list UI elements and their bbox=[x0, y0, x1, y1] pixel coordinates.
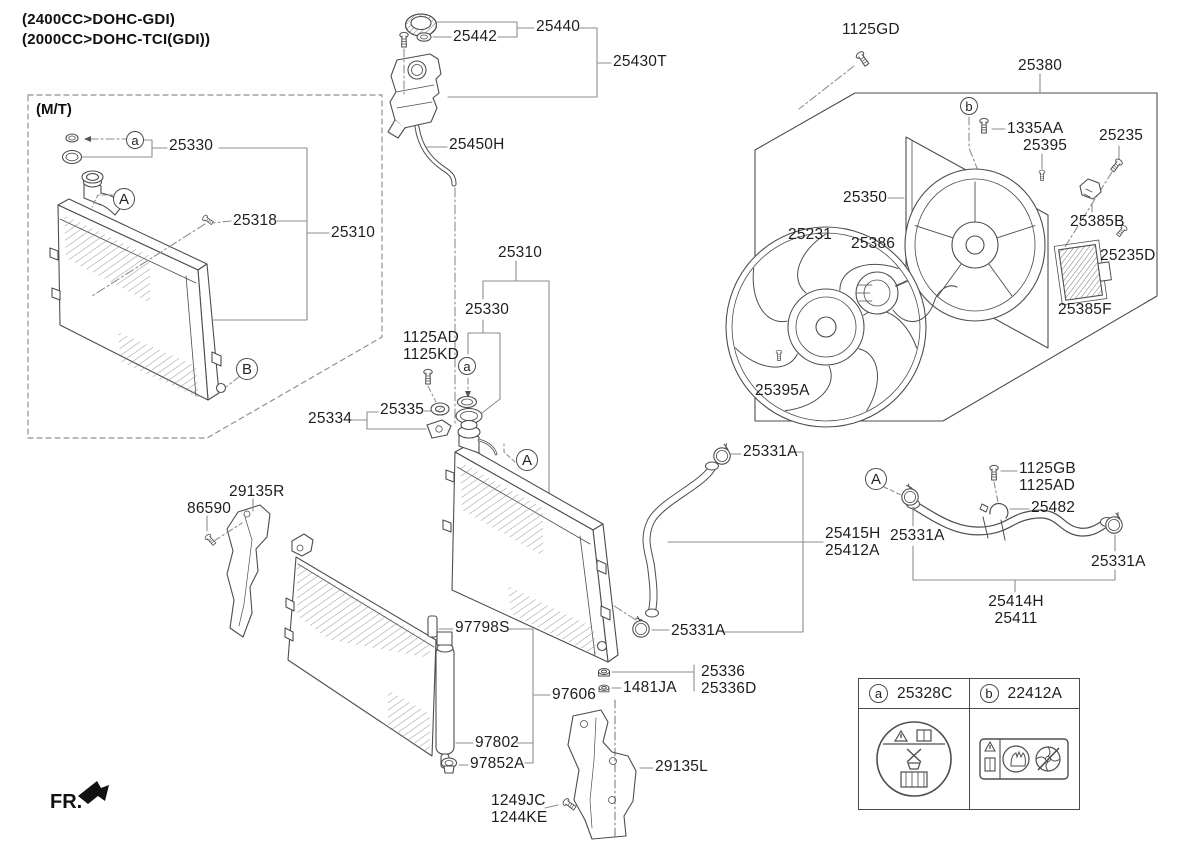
part-label-25331A-mid: 25331A bbox=[671, 622, 726, 639]
legend-cell-b: b 22412A bbox=[968, 679, 1080, 809]
callout-A-4: A bbox=[516, 449, 538, 471]
callout-b-5: b bbox=[960, 97, 978, 115]
part-label-97802: 97802 bbox=[475, 734, 520, 751]
legend-cell-a: a 25328C bbox=[859, 679, 969, 809]
part-label-97606: 97606 bbox=[552, 686, 597, 703]
part-label-25442: 25442 bbox=[453, 28, 498, 45]
caution-legend-table: a 25328C b 22412A bbox=[858, 678, 1080, 810]
callout-a-marker: a bbox=[869, 684, 888, 703]
part-label-25482: 25482 bbox=[1031, 499, 1076, 516]
legend-header-b: b 22412A bbox=[969, 679, 1079, 709]
legend-code-a: 25328C bbox=[897, 684, 953, 702]
legend-body-a bbox=[859, 709, 969, 809]
part-label-1481JA: 1481JA bbox=[623, 679, 677, 696]
part-label-86590: 86590 bbox=[187, 500, 232, 517]
part-label-25310-mt: 25310 bbox=[331, 224, 376, 241]
legend-code-b: 22412A bbox=[1007, 684, 1063, 702]
part-label-25450H: 25450H bbox=[449, 136, 505, 153]
part-label-1125GB-1125AD: 1125GB 1125AD bbox=[1019, 460, 1076, 494]
part-label-25440: 25440 bbox=[536, 18, 581, 35]
mt-box-label: (M/T) bbox=[36, 101, 72, 118]
part-label-97852A: 97852A bbox=[470, 755, 525, 772]
part-label-25385B: 25385B bbox=[1070, 213, 1125, 230]
part-label-25385F: 25385F bbox=[1058, 301, 1112, 318]
part-label-1125AD-1125KD: 1125AD 1125KD bbox=[403, 329, 460, 363]
callout-B-2: B bbox=[236, 358, 258, 380]
part-label-25350: 25350 bbox=[843, 189, 888, 206]
part-label-29135L: 29135L bbox=[655, 758, 708, 775]
part-label-25231: 25231 bbox=[788, 226, 833, 243]
part-label-29135R: 29135R bbox=[229, 483, 285, 500]
part-label-25235D: 25235D bbox=[1100, 247, 1156, 264]
part-label-25330-mt: 25330 bbox=[169, 137, 214, 154]
part-label-25386: 25386 bbox=[851, 235, 896, 252]
part-label-25395A: 25395A bbox=[755, 382, 810, 399]
part-label-1125GD: 1125GD bbox=[842, 21, 900, 38]
engine-variant-line-2: (2000CC>DOHC-TCI(GDI)) bbox=[22, 31, 211, 48]
coolant-caution-icon bbox=[875, 721, 952, 797]
part-label-25331A-top: 25331A bbox=[743, 443, 798, 460]
callout-b-marker: b bbox=[979, 684, 999, 703]
part-label-25335: 25335 bbox=[380, 401, 425, 418]
engine-variant-line-1: (2400CC>DOHC-GDI) bbox=[22, 11, 176, 28]
callout-A-1: A bbox=[113, 188, 135, 210]
part-label-1249JC-1244KE: 1249JC 1244KE bbox=[491, 792, 548, 826]
callout-a-0: a bbox=[126, 131, 144, 149]
legend-header-a: a 25328C bbox=[859, 679, 969, 709]
part-label-1335AA: 1335AA bbox=[1007, 120, 1064, 137]
part-label-97798S: 97798S bbox=[455, 619, 510, 636]
front-direction-label: FR. bbox=[50, 791, 83, 813]
part-label-25318: 25318 bbox=[233, 212, 278, 229]
part-label-25414H-25411: 25414H 25411 bbox=[988, 593, 1044, 627]
part-label-25415H-25412A: 25415H 25412A bbox=[825, 525, 881, 559]
part-label-25331A-left: 25331A bbox=[890, 527, 945, 544]
part-label-25330-center: 25330 bbox=[465, 301, 510, 318]
part-label-25334: 25334 bbox=[308, 410, 353, 427]
part-label-25336-25336D: 25336 25336D bbox=[701, 663, 757, 697]
fan-caution-icon bbox=[979, 738, 1069, 780]
callout-A-6: A bbox=[865, 468, 887, 490]
part-label-25235: 25235 bbox=[1099, 127, 1144, 144]
legend-body-b bbox=[970, 709, 1080, 809]
part-label-25310-center: 25310 bbox=[498, 244, 543, 261]
callout-a-3: a bbox=[458, 357, 476, 375]
part-label-25395: 25395 bbox=[1023, 137, 1068, 154]
part-label-25380: 25380 bbox=[1018, 57, 1063, 74]
part-label-25331A-right: 25331A bbox=[1091, 553, 1146, 570]
part-label-25430T: 25430T bbox=[613, 53, 667, 70]
